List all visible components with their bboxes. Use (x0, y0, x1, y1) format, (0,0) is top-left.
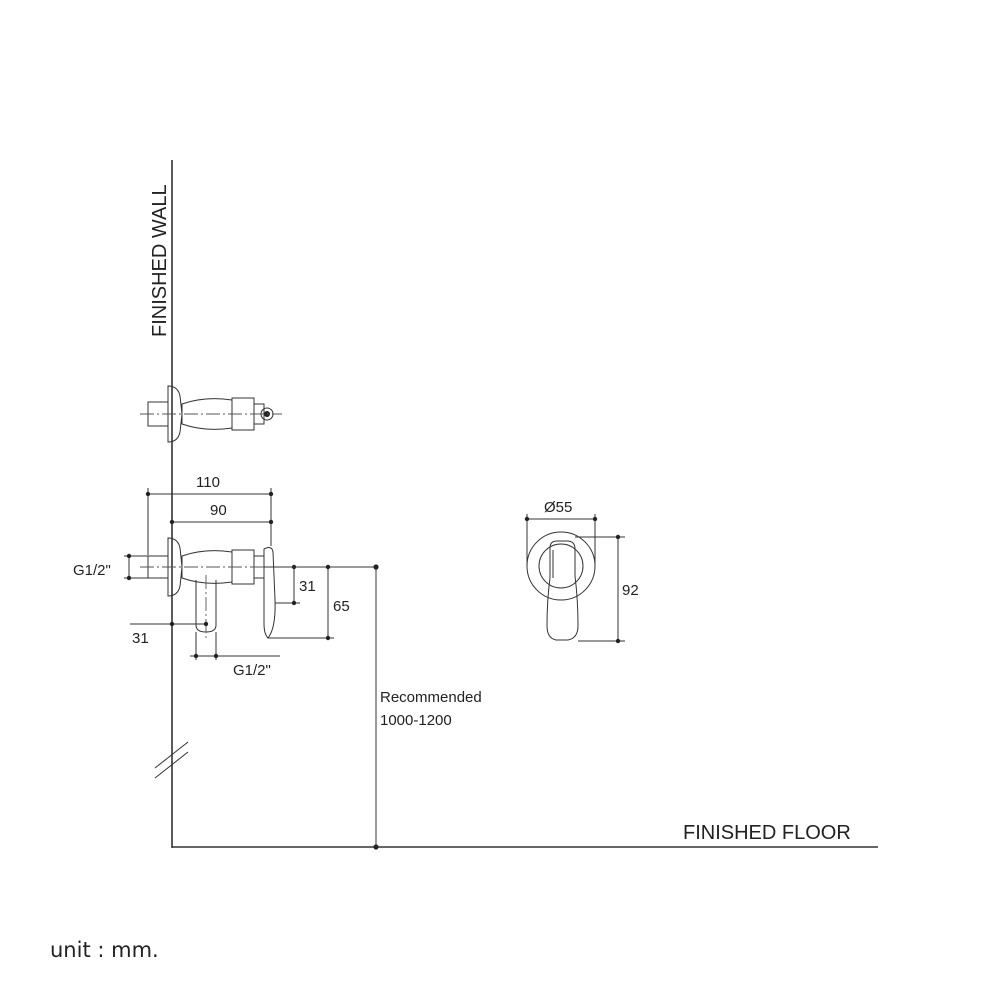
dimension-90-label: 90 (210, 502, 227, 519)
dimension-outlet-horizontal (130, 621, 209, 627)
finished-wall-label: FINISHED WALL (149, 184, 171, 337)
dimension-31-horizontal-label: 31 (132, 630, 149, 647)
finished-floor-label: FINISHED FLOOR (683, 822, 851, 844)
dimension-handle-diameter (524, 514, 598, 566)
dimension-outlet-thread (190, 632, 280, 660)
finished-wall (154, 160, 189, 848)
valve-side-view (140, 537, 290, 640)
dimension-recommended-height (373, 564, 379, 850)
dimension-overall-depth (145, 488, 274, 555)
inlet-thread-label: G1/2" (73, 562, 111, 579)
unit-note: unit : mm. (50, 938, 159, 962)
recommended-label-line2: 1000-1200 (380, 712, 452, 729)
dimension-body-depth (169, 516, 274, 536)
dimension-outlet-vertical (275, 564, 300, 606)
handle-front-view (526, 531, 596, 641)
dimension-110-label: 110 (196, 474, 220, 491)
dimension-65-label: 65 (333, 598, 350, 615)
dimension-inlet-thread (124, 553, 148, 581)
dimension-diameter-label: Ø55 (544, 499, 572, 516)
dimension-92-label: 92 (622, 582, 639, 599)
dimension-handle-height (575, 534, 625, 644)
dimension-31-vertical-label: 31 (299, 578, 316, 595)
recommended-label-line1: Recommended (380, 689, 482, 706)
dimension-handle-drop (264, 564, 376, 641)
valve-top-view (140, 385, 282, 443)
outlet-thread-label: G1/2" (233, 662, 271, 679)
